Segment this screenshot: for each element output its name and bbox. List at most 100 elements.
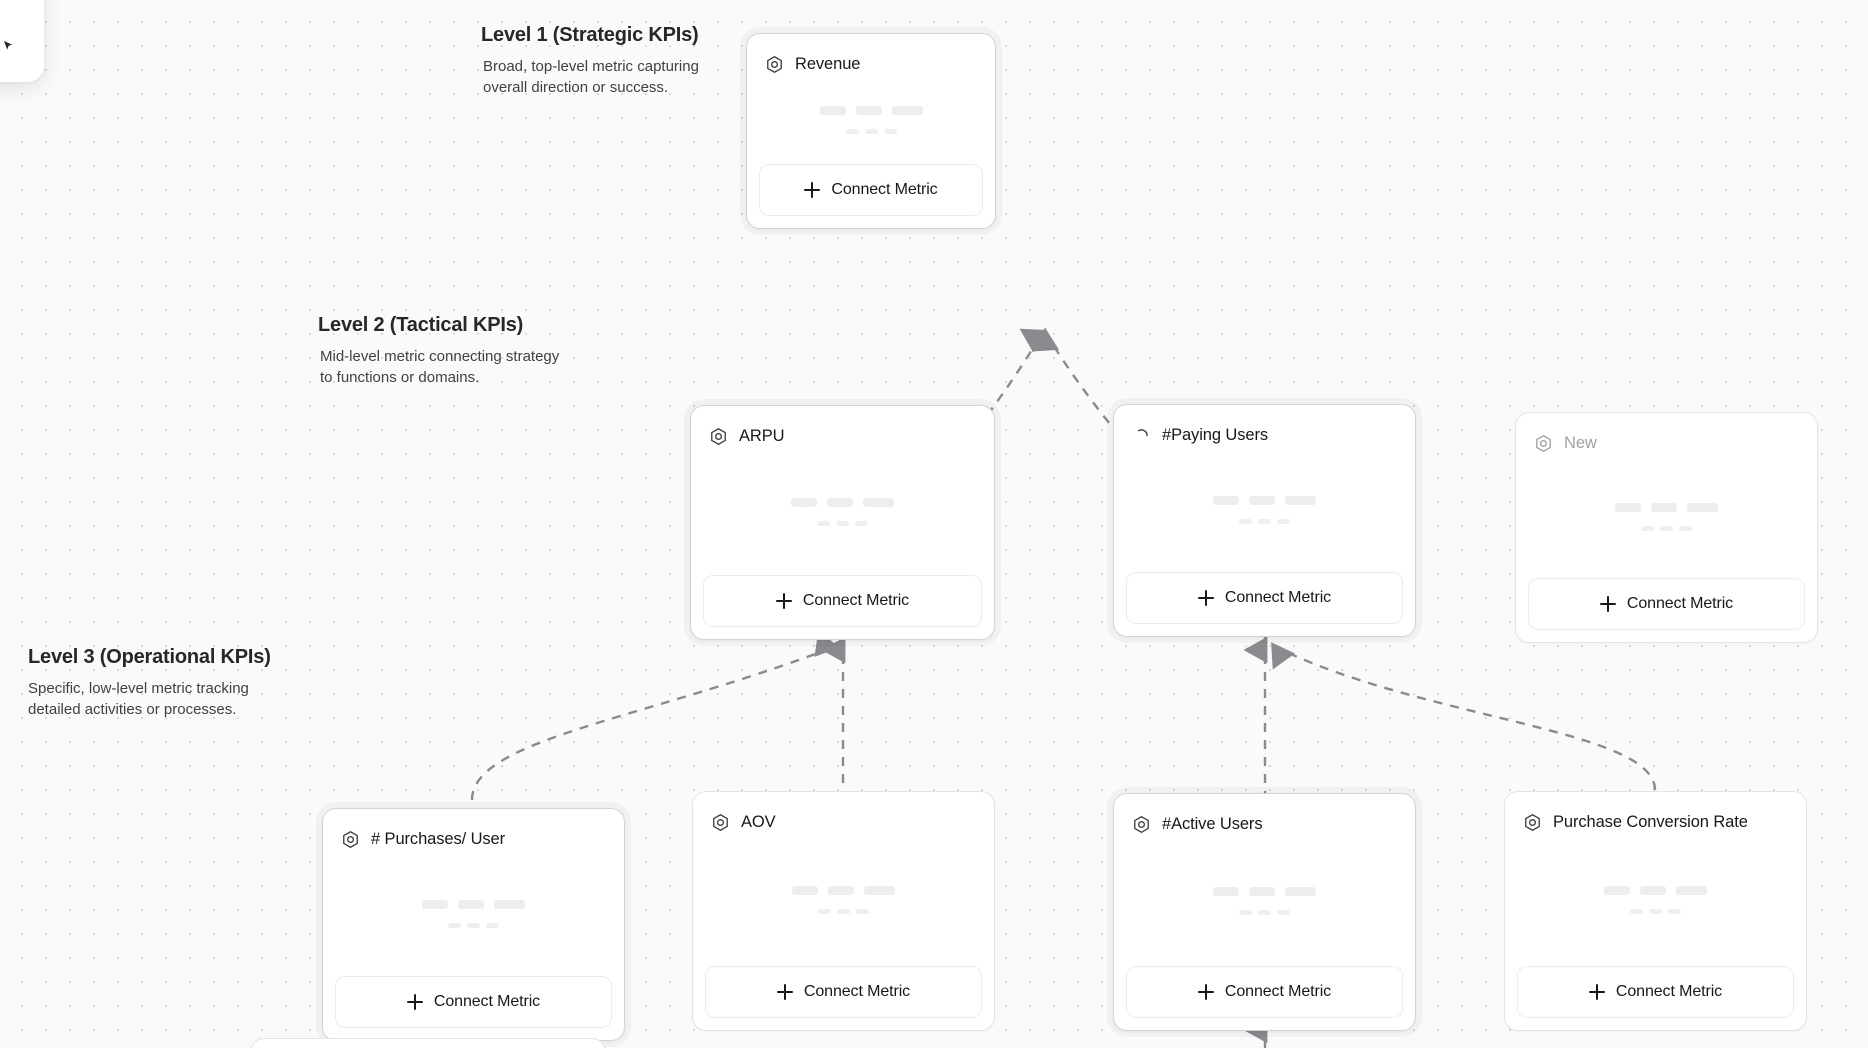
skeleton-bar: [1239, 518, 1252, 524]
node-skeleton-purchases-user: [323, 855, 624, 976]
metric-node-active-users[interactable]: #Active Users Connect Metric: [1113, 793, 1416, 1031]
skeleton-bar: [1277, 518, 1290, 524]
metric-node-new[interactable]: New Connect Metric: [1515, 412, 1818, 643]
level-2-title: Level 2 (Tactical KPIs): [318, 314, 524, 336]
skeleton-bar: [891, 106, 923, 115]
connect-metric-label: Connect Metric: [1615, 983, 1723, 1000]
node-header-aov: AOV: [693, 792, 994, 838]
metric-node-paying-users[interactable]: #Paying Users Connect Metric: [1113, 404, 1416, 637]
skeleton-bar: [883, 129, 897, 134]
skeleton-bar: [827, 497, 853, 507]
metric-node-arpu[interactable]: ARPU Connect Metric: [690, 405, 995, 640]
connect-metric-button-active-users[interactable]: Connect Metric: [1126, 966, 1403, 1018]
skeleton-row-primary: [792, 886, 895, 895]
metric-node-offscreen-bottom[interactable]: [250, 1038, 606, 1048]
skeleton-bar: [1630, 909, 1643, 914]
hexagon-target-icon: [713, 814, 728, 831]
level-2-description: Mid-level metric connecting strategy to …: [320, 348, 560, 387]
skeleton-bar: [1213, 495, 1239, 505]
edge-purchases-to-arpu: [470, 629, 840, 801]
connect-metric-button-paying-users[interactable]: Connect Metric: [1126, 572, 1403, 624]
skeleton-bar: [467, 922, 480, 928]
skeleton-bar: [1604, 886, 1630, 895]
node-header-paying-users: #Paying Users: [1114, 405, 1415, 451]
connect-metric-label: Connect Metric: [1224, 589, 1332, 606]
connect-metric-label: Connect Metric: [433, 993, 541, 1010]
level-1-description: Broad, top-level metric capturing overal…: [483, 58, 699, 97]
node-title-purchases-user: # Purchases/ User: [371, 830, 506, 848]
skeleton-row-secondary: [817, 520, 868, 526]
connect-metric-button-new[interactable]: Connect Metric: [1528, 578, 1805, 630]
skeleton-row-primary: [819, 106, 923, 115]
skeleton-bar: [845, 129, 859, 134]
metric-node-revenue[interactable]: Revenue Connect Metric: [746, 33, 996, 229]
skeleton-bar: [486, 922, 499, 928]
skeleton-bar: [494, 899, 525, 909]
node-header-revenue: Revenue: [747, 34, 995, 80]
skeleton-bar: [1285, 495, 1316, 505]
level-3-label-group: Level 3 (Operational KPIs) Specific, low…: [28, 646, 278, 721]
skeleton-bar: [448, 922, 461, 928]
node-skeleton-paying-users: [1114, 451, 1415, 572]
skeleton-bar: [792, 886, 818, 895]
skeleton-bar: [855, 106, 882, 115]
connect-metric-button-purchases-user[interactable]: Connect Metric: [335, 976, 612, 1028]
plus-icon: [776, 984, 793, 1000]
level-1-label-group: Level 1 (Strategic KPIs) Broad, top-leve…: [481, 24, 733, 99]
node-skeleton-active-users: [1114, 840, 1415, 966]
skeleton-bar: [1213, 887, 1239, 896]
skeleton-bar: [1239, 910, 1252, 915]
skeleton-row-secondary: [448, 922, 499, 928]
skeleton-bar: [791, 497, 817, 507]
connect-metric-button-aov[interactable]: Connect Metric: [705, 966, 982, 1018]
node-title-purchase-conversion-rate: Purchase Conversion Rate: [1553, 813, 1748, 831]
node-header-arpu: ARPU: [691, 406, 994, 452]
skeleton-bar: [864, 129, 878, 134]
metric-node-purchases-user[interactable]: # Purchases/ User Connect Metric: [322, 808, 625, 1041]
skeleton-bar: [1258, 910, 1271, 915]
node-skeleton-aov: [693, 838, 994, 966]
connect-metric-button-arpu[interactable]: Connect Metric: [703, 575, 982, 627]
skeleton-bar: [856, 909, 869, 914]
skeleton-bar: [837, 909, 850, 914]
connect-metric-label: Connect Metric: [1224, 983, 1332, 1000]
skeleton-bar: [1249, 887, 1275, 896]
plus-icon: [1197, 984, 1214, 1000]
level-3-description: Specific, low-level metric tracking deta…: [28, 680, 249, 719]
skeleton-bar: [817, 520, 830, 526]
skeleton-bar: [1679, 525, 1692, 531]
connect-metric-label: Connect Metric: [803, 983, 911, 1000]
connect-metric-button-purchase-conversion-rate[interactable]: Connect Metric: [1517, 966, 1794, 1018]
skeleton-bar: [864, 886, 895, 895]
plus-icon: [775, 593, 792, 609]
skeleton-row-primary: [1213, 495, 1316, 505]
metric-node-purchase-conversion-rate[interactable]: Purchase Conversion Rate Connect Metric: [1504, 791, 1807, 1031]
plus-icon: [804, 182, 821, 198]
connect-metric-label: Connect Metric: [802, 592, 910, 609]
edge-purchasecvr-to-payingusers: [1271, 642, 1657, 791]
skeleton-bar: [1258, 518, 1271, 524]
skeleton-row-secondary: [1239, 518, 1290, 524]
hexagon-target-icon: [767, 56, 782, 73]
connect-metric-button-revenue[interactable]: Connect Metric: [759, 164, 983, 216]
skeleton-bar: [1660, 525, 1673, 531]
skeleton-bar: [1285, 887, 1316, 896]
skeleton-bar: [863, 497, 894, 507]
skeleton-bar: [422, 899, 448, 909]
plus-icon: [1599, 596, 1616, 612]
floating-panel-sliver[interactable]: [0, 0, 44, 82]
connect-metric-label: Connect Metric: [831, 181, 938, 198]
skeleton-bar: [458, 899, 484, 909]
skeleton-row-primary: [791, 497, 894, 507]
skeleton-bar: [1640, 886, 1666, 895]
skeleton-row-primary: [1604, 886, 1707, 895]
skeleton-row-secondary: [1630, 909, 1681, 914]
node-header-purchases-user: # Purchases/ User: [323, 809, 624, 855]
metric-node-aov[interactable]: AOV Connect Metric: [692, 791, 995, 1031]
level-2-label-group: Level 2 (Tactical KPIs) Mid-level metric…: [318, 314, 570, 389]
node-title-revenue: Revenue: [795, 55, 861, 73]
spinner-icon: [1138, 429, 1148, 437]
plus-icon: [1588, 984, 1605, 1000]
node-title-aov: AOV: [741, 813, 776, 831]
